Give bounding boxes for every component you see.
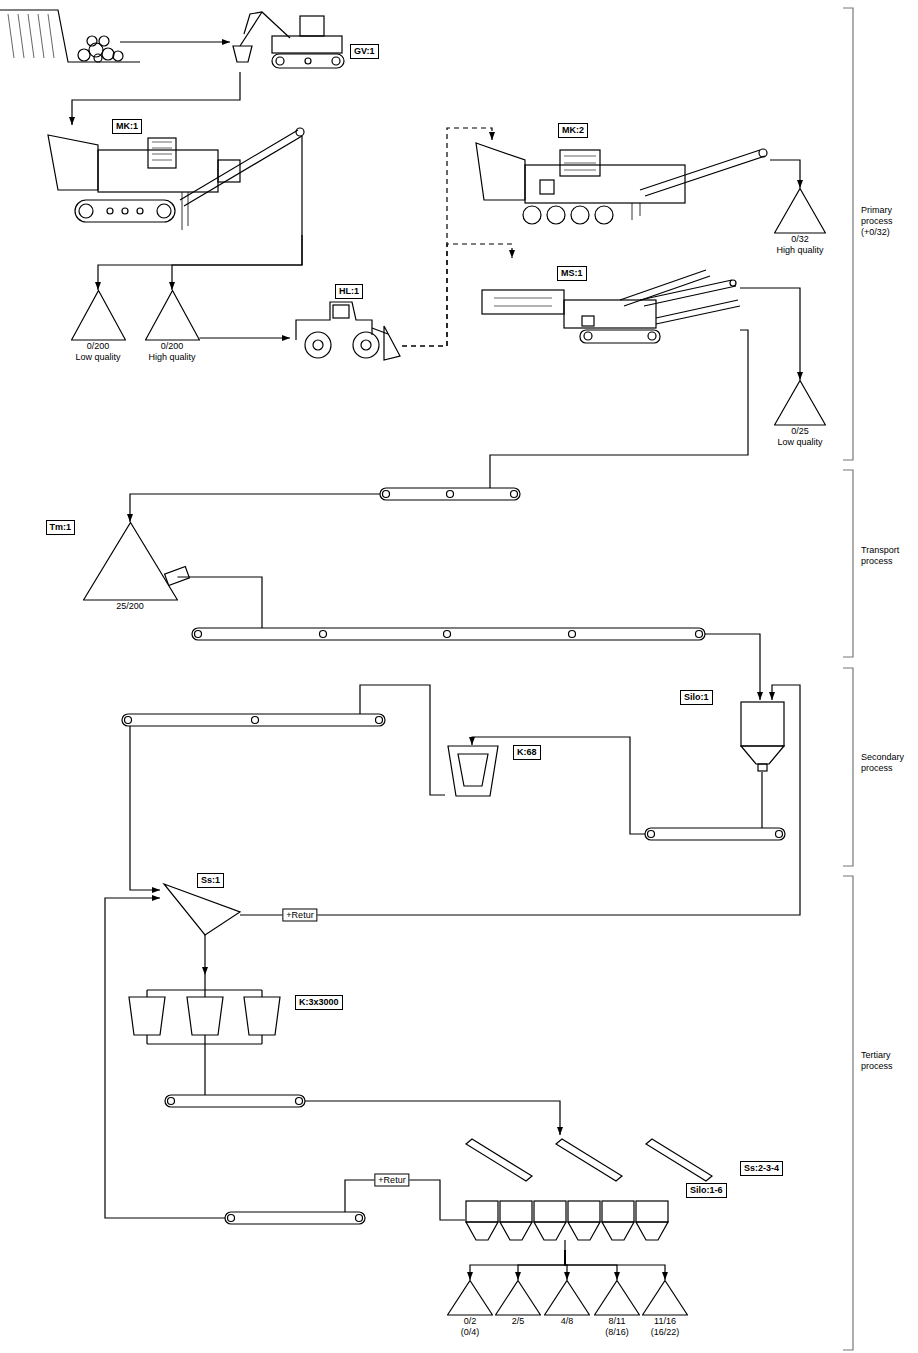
equipment-label: MK:2 — [558, 123, 588, 138]
flow-line — [402, 244, 512, 346]
wheel-loader — [296, 302, 400, 360]
fraction-label: 0/32 — [774, 234, 826, 245]
return-label: +Retur — [282, 909, 317, 922]
quarry-face — [0, 10, 230, 62]
flow-line — [472, 737, 762, 834]
fraction-label: (0/4) — [447, 1327, 493, 1338]
belt-conveyor — [122, 488, 785, 1224]
fraction-label: Low quality — [71, 352, 126, 363]
machine-node: Silo:1-6 — [465, 1200, 668, 1250]
machine-node: Silo:1 — [740, 700, 785, 772]
equipment-label: Ss:1 — [197, 873, 224, 888]
stockpile-node: 4/8 — [544, 1280, 590, 1327]
excavator — [233, 12, 344, 68]
fraction-label: Low quality — [774, 437, 826, 448]
fraction-label: 0/25 — [774, 426, 826, 437]
machine-node: MS:1 — [478, 258, 740, 345]
flow-line — [518, 1250, 565, 1280]
fraction-label: 11/16 — [642, 1316, 688, 1327]
process-stage-label: Transport process — [861, 545, 913, 567]
stockpile-node: 0/2(0/4) — [447, 1280, 493, 1338]
fraction-label: 4/8 — [544, 1316, 590, 1327]
mobile-crusher-wheeled — [476, 143, 767, 224]
machine-node: HL:1 — [290, 300, 402, 360]
fraction-label: 8/11 — [594, 1316, 640, 1327]
fraction-label: High quality — [774, 245, 826, 256]
machine-node: Ss:2-3-4 — [460, 1135, 725, 1190]
stockpile-node: Tm:125/200 — [83, 522, 178, 612]
equipment-label: MS:1 — [557, 266, 587, 281]
fraction-label: (16/22) — [642, 1327, 688, 1338]
flow-line — [130, 330, 748, 522]
flow-line — [200, 337, 291, 338]
machine-node: GV:1 — [232, 8, 347, 72]
process-bracket — [843, 8, 853, 1350]
flow-line — [172, 235, 302, 290]
flow-line — [740, 288, 800, 380]
stockpile-node: 0/32High quality — [774, 188, 826, 256]
stockpile-shape — [594, 1280, 640, 1316]
flow-line — [205, 1050, 560, 1135]
feeder — [165, 567, 190, 586]
stockpile-node: 0/25Low quality — [774, 380, 826, 448]
equipment-label: MK:1 — [112, 119, 142, 134]
mobile-screen — [482, 270, 740, 343]
scalping-screen — [164, 884, 240, 935]
fraction-label: High quality — [145, 352, 200, 363]
flow-line — [565, 1250, 665, 1280]
stockpile-shape — [544, 1280, 590, 1316]
stockpile-shape — [71, 290, 126, 341]
flow-line — [105, 898, 465, 1220]
product-silos — [466, 1201, 668, 1250]
stockpile-node: 0/200Low quality — [71, 290, 126, 363]
process-stage-label: Secondary process — [861, 752, 913, 774]
flow-line — [178, 577, 761, 700]
cone-crusher — [448, 746, 498, 796]
equipment-label: HL:1 — [335, 284, 363, 299]
equipment-label: Tm:1 — [46, 520, 76, 535]
process-stage-label: Primary process (+0/32) — [861, 205, 913, 238]
equipment-label: K:3x3000 — [295, 995, 343, 1010]
stockpile-shape — [145, 290, 200, 341]
machine-node: K:3x3000 — [120, 975, 290, 1050]
equipment-label: GV:1 — [350, 44, 379, 59]
screen-decks — [466, 1139, 712, 1181]
return-label: +Retur — [374, 1174, 409, 1187]
process-stage-label: Tertiary process — [861, 1050, 913, 1072]
flow-line — [204, 935, 205, 975]
stockpile-shape — [774, 188, 826, 234]
fraction-label: (8/16) — [594, 1327, 640, 1338]
stockpile-shape — [774, 380, 826, 426]
equipment-label: K:68 — [513, 745, 541, 760]
fraction-label: 25/200 — [83, 601, 178, 612]
machine-node: MK:1 — [45, 125, 305, 235]
fraction-label: 0/2 — [447, 1316, 493, 1327]
fraction-label: 2/5 — [495, 1316, 541, 1327]
fraction-label: 0/200 — [145, 341, 200, 352]
equipment-label: Ss:2-3-4 — [740, 1161, 783, 1176]
flow-line — [72, 72, 240, 125]
stockpile-shape — [83, 522, 178, 601]
stockpile-shape — [447, 1280, 493, 1316]
stockpile-node: 11/16(16/22) — [642, 1280, 688, 1338]
silo — [741, 702, 784, 771]
flow-line — [770, 160, 800, 188]
machine-node: Ss:1 — [160, 880, 240, 935]
stockpile-node: 8/11(8/16) — [594, 1280, 640, 1338]
machine-node: MK:2 — [470, 140, 770, 232]
flow-line — [98, 235, 302, 290]
stockpile-shape — [495, 1280, 541, 1316]
flow-line — [470, 1250, 565, 1280]
fraction-label: 0/200 — [71, 341, 126, 352]
equipment-label: Silo:1 — [680, 690, 713, 705]
mobile-crusher — [48, 128, 304, 235]
machine-node: K:68 — [445, 745, 500, 800]
stockpile-node: 0/200High quality — [145, 290, 200, 363]
cone-crusher-group — [129, 975, 280, 1050]
stockpile-shape — [642, 1280, 688, 1316]
equipment-label: Silo:1-6 — [686, 1183, 727, 1198]
stockpile-node: 2/5 — [495, 1280, 541, 1327]
